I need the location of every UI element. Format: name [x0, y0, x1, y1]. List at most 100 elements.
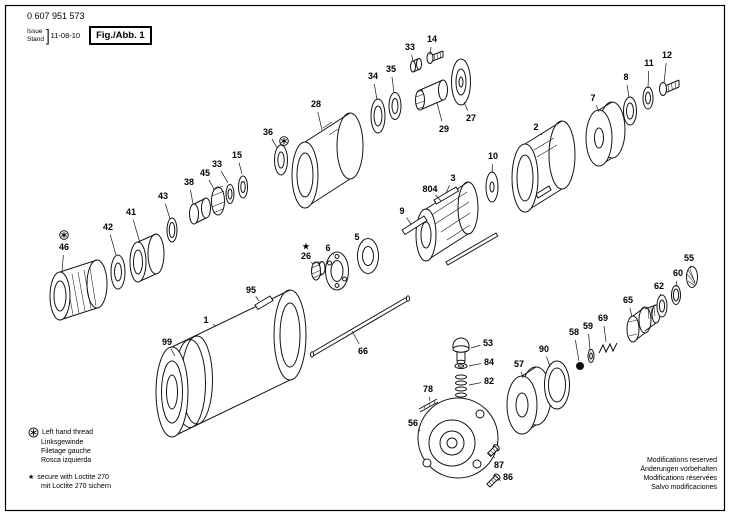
leader-line-38: [190, 189, 194, 205]
leader-line-60: [675, 280, 678, 288]
leader-line-90: [546, 356, 551, 368]
part-label-84: 84: [484, 357, 494, 367]
part-label-5: 5: [354, 232, 359, 242]
leader-line-45: [208, 179, 215, 190]
part-label-86: 86: [503, 472, 513, 482]
part-label-14: 14: [427, 34, 437, 44]
part-34-35-rings-drawing: [370, 92, 402, 134]
part-label-11: 11: [644, 58, 654, 68]
leader-line-3: [445, 185, 450, 194]
leader-line-27: [463, 101, 469, 111]
part-label-66: 66: [358, 346, 368, 356]
part-label-33: 33: [212, 159, 222, 169]
part-label-10: 10: [488, 151, 498, 161]
leader-line-66: [351, 330, 360, 345]
part-10-disc-drawing: [485, 171, 499, 203]
leader-line-28: [317, 111, 323, 131]
part-label-26: 26: [301, 251, 311, 261]
leader-line-14: [429, 46, 432, 56]
part-95-clip-drawing: [254, 295, 274, 311]
note-line: Rosca izquierda: [41, 457, 92, 464]
note-line: Modifications reserved: [646, 457, 717, 464]
part-66-shaft-drawing: [309, 295, 411, 358]
part-label-36: 36: [263, 127, 273, 137]
leader-line-95: [255, 296, 260, 302]
leader-line-804: [435, 194, 442, 202]
leader-line-1: [212, 323, 217, 327]
part-label-29: 29: [439, 124, 449, 134]
leader-line-82: [468, 382, 482, 386]
part-36-washer-drawing: [274, 144, 288, 176]
leader-line-36: [271, 138, 278, 149]
part-label-57: 57: [514, 359, 524, 369]
part-65-plug-drawing: [626, 304, 661, 343]
part-28-sleeve-drawing: [291, 112, 364, 209]
leader-line-11: [647, 70, 650, 89]
issue-bracket: ]: [46, 26, 50, 45]
part-label-804: 804: [422, 184, 437, 194]
part-55-plug-drawing: [686, 266, 698, 288]
part-label-55: 55: [684, 253, 694, 263]
part-label-38: 38: [184, 177, 194, 187]
part-87-screw-drawing: [486, 444, 500, 458]
leader-line-12: [663, 62, 667, 84]
part-label-41: 41: [126, 207, 136, 217]
star-icon: ★: [28, 474, 35, 481]
part-6-bearing-drawing: [325, 251, 349, 291]
leader-line-53: [470, 344, 481, 349]
leader-line-78: [428, 396, 431, 402]
part-78-pin-drawing: [418, 398, 439, 413]
note-line: Linksgewinde: [41, 439, 84, 446]
part-label-45: 45: [200, 168, 210, 178]
part-62-ring-drawing: [656, 294, 668, 318]
part-label-58: 58: [569, 327, 579, 337]
part-label-8: 8: [623, 72, 628, 82]
part-7-endplate-drawing: [585, 101, 626, 167]
part-26-pinion-drawing: [311, 261, 326, 281]
note-line: secure with Loctite 270: [37, 474, 109, 481]
part-90-ring-drawing: [544, 360, 570, 410]
part-29-27-rotor-drawing: [415, 58, 471, 111]
issue-date: 11-08-10: [50, 31, 81, 40]
leader-line-29: [436, 102, 443, 122]
leader-line-43: [164, 203, 171, 220]
part-5-ring-drawing: [357, 238, 379, 274]
leader-line-56: [418, 428, 421, 432]
part-label-12: 12: [662, 50, 672, 60]
part-label-42: 42: [103, 222, 113, 232]
part-label-53: 53: [483, 338, 493, 348]
document-number: 0 607 951 573: [27, 11, 85, 21]
figure-label: Fig./Abb. 1: [96, 30, 145, 41]
leader-line-7: [595, 105, 600, 113]
part-label-56: 56: [408, 418, 418, 428]
part-label-95: 95: [246, 285, 256, 295]
part-3-9-804-vane-rotor-drawing: [401, 181, 499, 266]
part-label-27: 27: [466, 113, 476, 123]
leader-line-99: [170, 348, 176, 357]
note-line: Filetage gauche: [41, 448, 91, 455]
part-label-33: 33: [405, 42, 415, 52]
part-38-45-spindle-drawing: [189, 185, 225, 225]
note-line: Left hand thread: [42, 429, 93, 436]
part-label-7: 7: [590, 93, 595, 103]
part-label-3: 3: [450, 173, 455, 183]
leader-line-2: [540, 133, 543, 136]
leader-line-59: [588, 333, 591, 351]
left-hand-thread-note: Left hand thread Linksgewinde Filetage g…: [28, 427, 93, 465]
part-46-drawing: [49, 259, 108, 321]
drawing-frame: [4, 4, 726, 512]
part-label-59: 59: [583, 321, 593, 331]
modifications-note: Modifications reserved Änderungen vorbeh…: [640, 456, 717, 492]
part-2-cylinder-drawing: [511, 120, 576, 213]
leader-line-33: [411, 54, 414, 62]
leader-line-26: [311, 261, 314, 265]
part-label-78: 78: [423, 384, 433, 394]
part-label-2: 2: [533, 122, 538, 132]
leader-line-87: [493, 456, 496, 459]
part-58-ball-drawing: [576, 362, 584, 370]
part-label-62: 62: [654, 281, 664, 291]
part-label-82: 82: [484, 376, 494, 386]
svg-text:★: ★: [302, 242, 310, 251]
part-label-65: 65: [623, 295, 633, 305]
circled-star-marker: [59, 230, 69, 240]
